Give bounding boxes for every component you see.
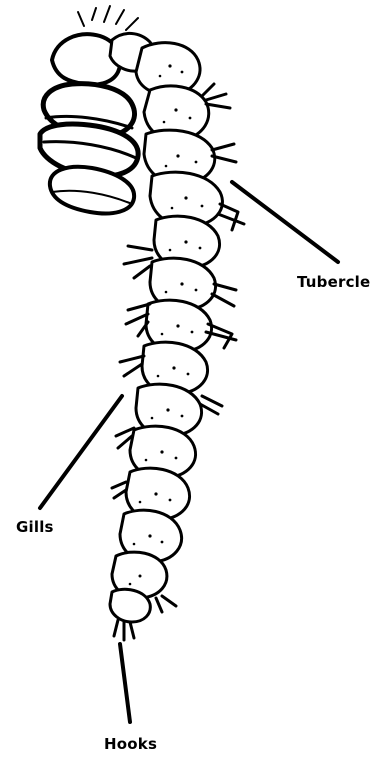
gills-label: Gills <box>16 518 54 536</box>
hooks-label: Hooks <box>104 735 157 753</box>
tubercle-leader-line <box>232 182 338 262</box>
hooks-leader-line <box>120 644 130 722</box>
larva-illustration <box>40 6 244 640</box>
gills-leader-line <box>40 396 122 508</box>
larva-head <box>40 6 154 213</box>
larva-hooks <box>114 620 134 640</box>
tubercle-label: Tubercle <box>297 273 370 291</box>
